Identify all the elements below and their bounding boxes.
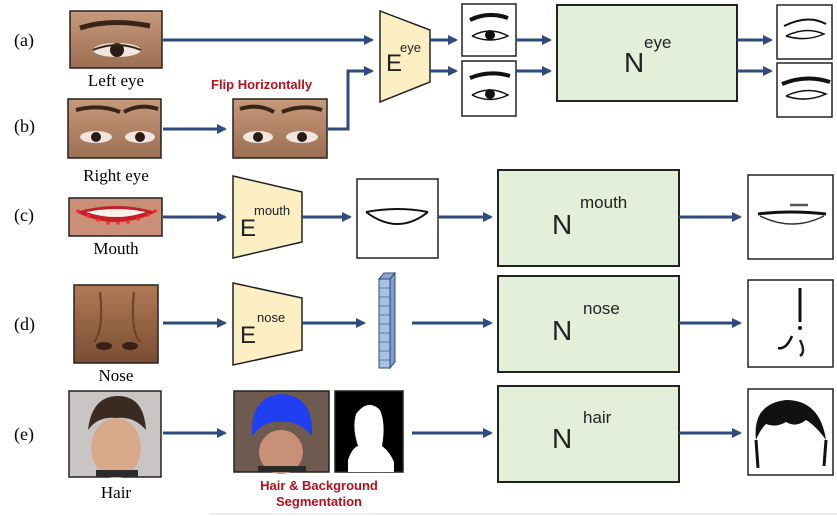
segmentation-label-line1: Hair & Background — [260, 478, 378, 493]
nose-network-sup: nose — [583, 299, 620, 318]
mouth-photo — [68, 197, 163, 237]
segmentation-label-line2: Segmentation — [276, 494, 362, 509]
mouth-sketch-output — [747, 174, 834, 260]
right-eye-photo — [67, 98, 162, 159]
row-label-d: (d) — [14, 314, 35, 335]
eye-encoder-E: E — [386, 50, 402, 77]
eye-sketch-top — [461, 3, 517, 57]
mouth-network-N: N — [552, 209, 572, 240]
nose-sketch-output — [747, 279, 834, 368]
nose-encoder: E nose — [232, 282, 303, 366]
caption-mouth: Mouth — [93, 239, 139, 258]
row-label-c: (c) — [14, 205, 34, 226]
hair-network-N: N — [552, 423, 572, 454]
row-label-b: (b) — [14, 116, 35, 137]
mouth-encoder-sup: mouth — [254, 203, 290, 218]
nose-encoder-E: E — [240, 322, 256, 349]
flip-horizontally-label: Flip Horizontally — [211, 77, 313, 92]
segmentation-mask — [334, 390, 404, 473]
flipped-eye-photo — [232, 98, 328, 159]
eye-network-N: N — [624, 47, 644, 78]
arrow-b2 — [328, 66, 374, 131]
hair-photo — [68, 390, 162, 478]
eye-encoder-sup: eye — [400, 40, 421, 55]
mouth-encoder-E: E — [240, 215, 256, 242]
mouth-encoder: E mouth — [232, 175, 303, 259]
nose-network-N: N — [552, 315, 572, 346]
nose-network: N nose — [497, 275, 680, 373]
hair-network: N hair — [497, 385, 680, 483]
mouth-network: N mouth — [497, 169, 680, 267]
mouth-network-sup: mouth — [580, 193, 627, 212]
feature-vector — [377, 271, 397, 370]
eye-network-sup: eye — [644, 33, 671, 52]
hair-network-sup: hair — [583, 408, 612, 427]
caption-right-eye: Right eye — [83, 166, 149, 185]
caption-nose: Nose — [99, 366, 134, 385]
eye-sketch-output-right — [776, 62, 833, 118]
caption-left-eye: Left eye — [88, 71, 144, 90]
eye-sketch-bottom — [461, 60, 517, 117]
nose-encoder-sup: nose — [257, 310, 285, 325]
row-label-e: (e) — [14, 424, 34, 445]
hair-segmentation-photo — [233, 390, 330, 474]
mouth-sketch — [356, 178, 439, 259]
eye-encoder: E eye — [379, 9, 431, 104]
row-label-a: (a) — [14, 30, 34, 51]
nose-photo — [73, 284, 159, 364]
eye-sketch-output-left — [776, 4, 833, 60]
left-eye-photo — [69, 10, 163, 69]
eye-network: N eye — [556, 4, 738, 102]
hair-sketch-output — [747, 388, 834, 476]
caption-hair: Hair — [101, 483, 132, 502]
